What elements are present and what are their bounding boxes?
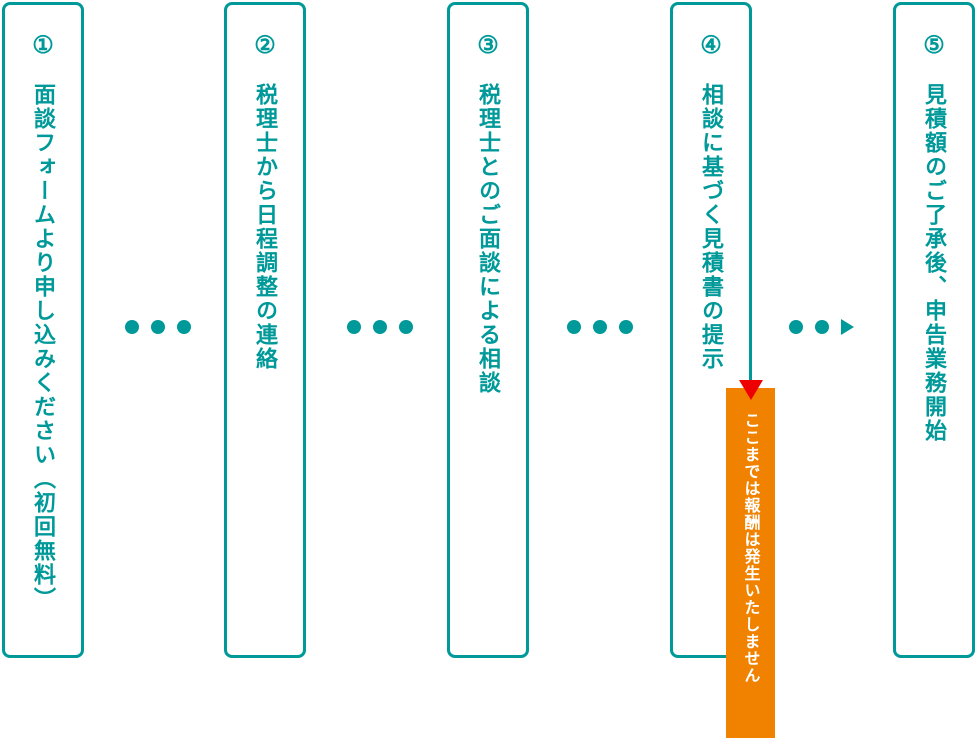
step-number: ④ [700,30,722,59]
step-text: 面談フォームより申し込みください（初回無料） [30,83,56,611]
step-4: ④ 相談に基づく見積書の提示 [670,2,752,658]
step-text: 相談に基づく見積書の提示 [698,83,724,371]
step-2: ② 税理士から日程調整の連絡 [224,2,306,658]
connector-dots [567,320,633,334]
connector-dots [347,320,413,334]
step-1: ① 面談フォームより申し込みください（初回無料） [2,2,84,658]
step-text: 見積額のご了承後、申告業務開始 [921,83,947,443]
no-fee-note: ここまでは報酬は発生いたしません [726,388,775,738]
step-number: ② [254,30,276,59]
step-text: 税理士とのご面談による相談 [475,83,501,395]
step-number: ③ [477,30,499,59]
pointer-triangle-icon [739,380,763,400]
step-text: 税理士から日程調整の連絡 [252,83,278,371]
step-number: ⑤ [923,30,945,59]
connector-dots [125,320,191,334]
step-3: ③ 税理士とのご面談による相談 [447,2,529,658]
step-5: ⑤ 見積額のご了承後、申告業務開始 [893,2,975,658]
step-number: ① [32,30,54,59]
arrow-right-icon [841,319,854,335]
note-text: ここまでは報酬は発生いたしません [741,412,761,684]
connector-dots-arrow [789,319,854,335]
